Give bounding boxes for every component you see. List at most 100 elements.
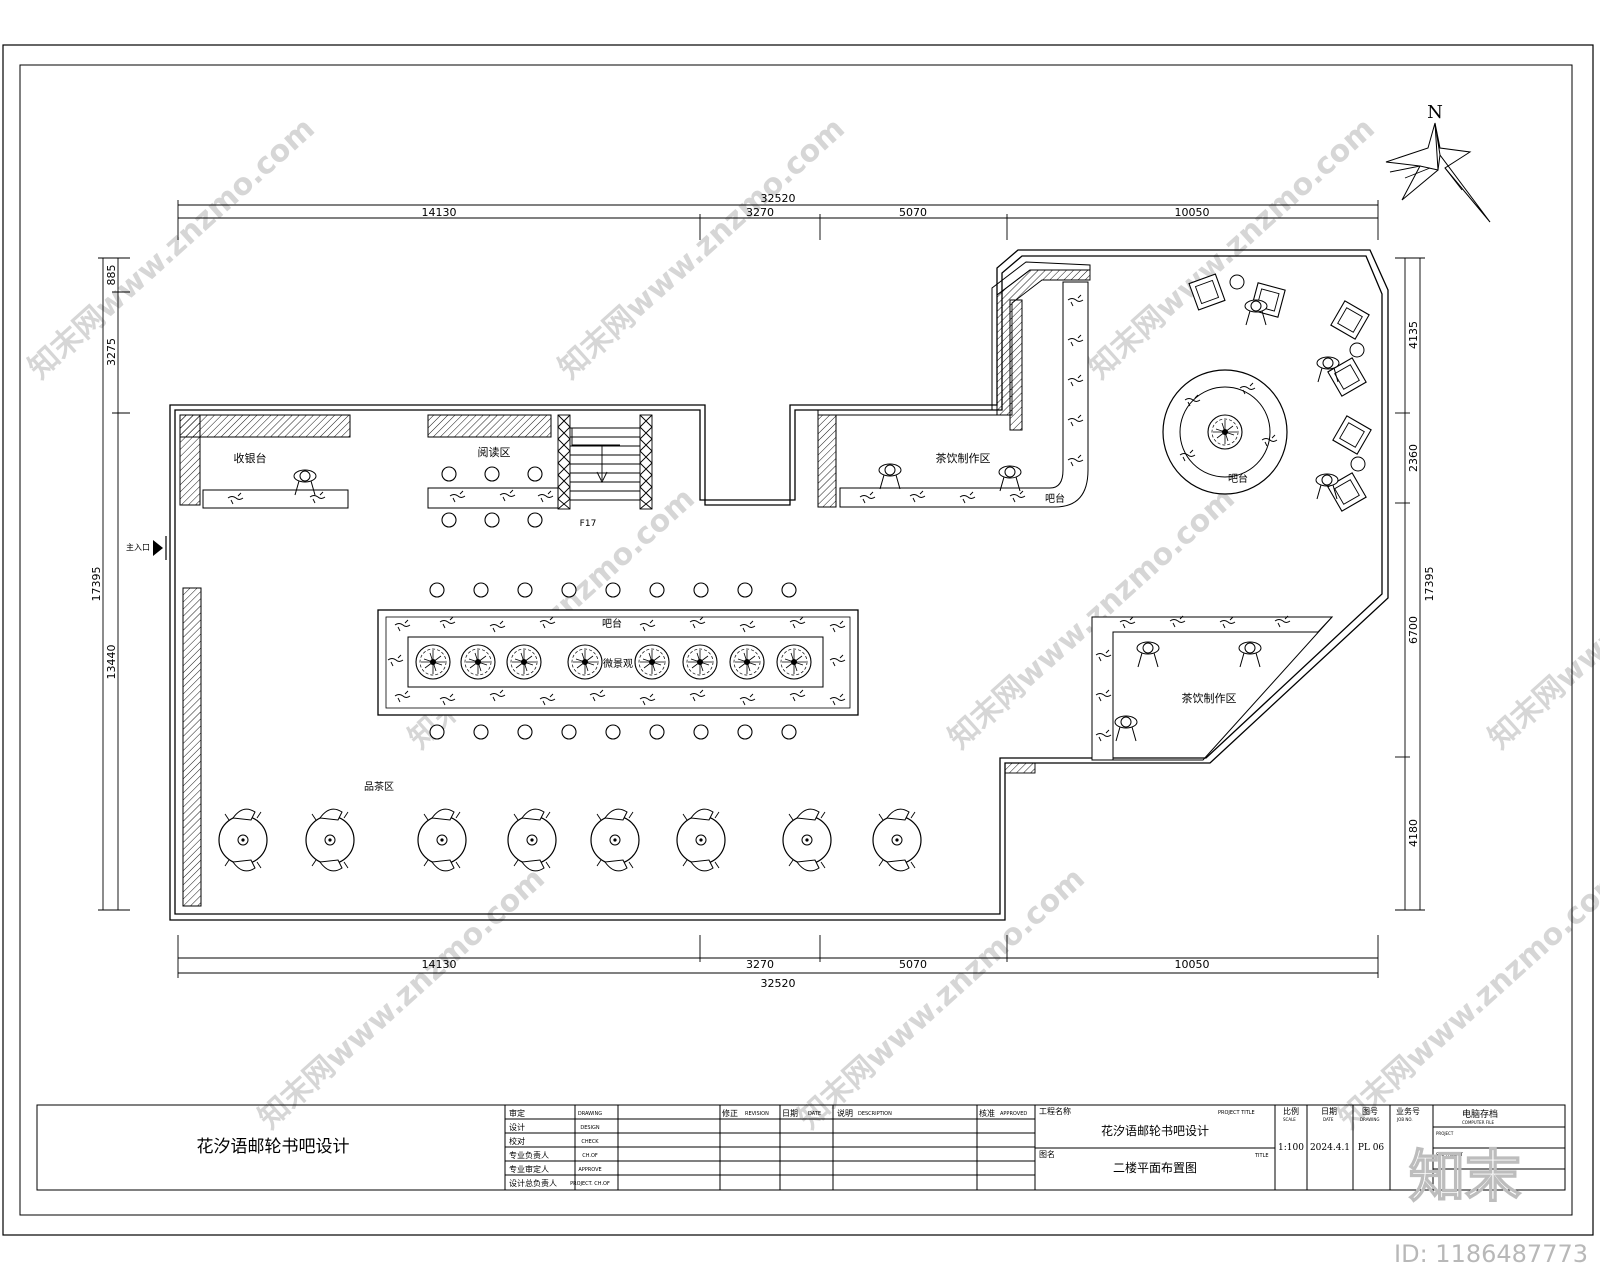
dim-right-seg: 2360 (1407, 444, 1420, 472)
sheet-outer-frame (2, 44, 1594, 1236)
scale-label: 比例 (1283, 1106, 1299, 1116)
title-block-texts: 花汐语邮轮书吧设计 审定 DRAWING 设计 DESIGN 校对 CHECK … (197, 1106, 1499, 1188)
dim-right-seg: 4135 (1407, 321, 1420, 349)
sheet-label: 图号 (1362, 1107, 1378, 1116)
sheet-value: PL 06 (1358, 1143, 1385, 1153)
building-walls (169, 249, 1389, 921)
role-label: 审定 (509, 1108, 525, 1118)
room-label-tea-prep-right: 茶饮制作区 (1182, 692, 1237, 705)
dim-bottom-seg: 14130 (422, 958, 457, 971)
project-name-en: PROJECT TITLE (1218, 1110, 1255, 1116)
role-en: CHECK (581, 1139, 599, 1145)
room-label-tea-tasting: 品茶区 (364, 780, 394, 793)
staircase: F17 (557, 414, 653, 529)
role-label: 专业负责人 (509, 1150, 549, 1160)
cashier-area: 收银台 (179, 414, 351, 509)
dim-right-seg: 6700 (1407, 616, 1420, 644)
watermark-text: 知末网www.znzmo.com (1332, 861, 1600, 1136)
room-label-tea-prep-top: 茶饮制作区 (936, 452, 991, 465)
dim-top-seg: 10050 (1175, 206, 1210, 219)
watermark-id: ID: 1186487773 (1394, 1240, 1588, 1268)
stair-label: F17 (580, 519, 597, 529)
north-label: N (1427, 102, 1443, 123)
left-cabinet (182, 587, 202, 907)
tea-prep-top-area: 茶饮制作区 吧台 (817, 261, 1091, 508)
tea-prep-right-area: 茶饮制作区 (1004, 615, 1334, 774)
date-label: 日期 (1321, 1107, 1337, 1116)
watermark-text: 知末网www.znzmo.com (792, 861, 1092, 1136)
dim-bottom-seg: 10050 (1175, 958, 1210, 971)
watermark-text: 知末网www.znzmo.com (22, 111, 322, 386)
entrance-label: 主入口 (126, 542, 150, 552)
dim-top-seg: 5070 (899, 206, 927, 219)
dim-bottom-seg: 3270 (746, 958, 774, 971)
central-bar: 吧台 微景观 (377, 609, 859, 716)
room-label-bar-top: 吧台 (1045, 492, 1065, 505)
dim-top-total: 32520 (761, 192, 796, 205)
dim-bottom-seg: 5070 (899, 958, 927, 971)
drawing-name-en: TITLE (1254, 1153, 1269, 1159)
room-label-bar-round: 吧台 (1228, 472, 1248, 485)
dim-right-seg: 4180 (1407, 819, 1420, 847)
sheet-inner-frame (19, 64, 1573, 1216)
revision-header: 说明 (837, 1108, 853, 1118)
date-value: 2024.4.1 (1310, 1143, 1350, 1153)
project-title-large: 花汐语邮轮书吧设计 (197, 1137, 350, 1157)
drawing-name: 二楼平面布置图 (1113, 1160, 1197, 1175)
main-entrance: 主入口 (126, 536, 167, 560)
role-label: 设计 (509, 1122, 525, 1132)
file-sub: SUB-PROJECT (1436, 1152, 1463, 1157)
room-label-micro-landscape: 微景观 (603, 657, 633, 670)
drawing-name-label: 图名 (1039, 1149, 1055, 1159)
job-en: JOB NO. (1396, 1117, 1413, 1122)
dim-left-total: 17395 (90, 567, 103, 602)
dim-left-seg: 13440 (105, 645, 118, 680)
revision-header: 修正 (722, 1108, 738, 1118)
file-en: COMPUTER FILE (1462, 1120, 1494, 1125)
dim-left-seg: 3275 (105, 338, 118, 366)
scale-en: SCALE (1283, 1117, 1296, 1122)
dimension-lines (98, 200, 1425, 978)
room-label-bar-center: 吧台 (602, 617, 622, 630)
role-en: DRAWING (578, 1111, 602, 1117)
dimension-texts: 32520 14130 3270 5070 10050 14130 3270 5… (90, 192, 1436, 990)
role-en: APPROVE (578, 1167, 601, 1173)
watermark-text: 知末网www.znzmo.com (1082, 111, 1382, 386)
north-arrow-icon: N (1385, 102, 1491, 223)
dim-top-seg: 14130 (422, 206, 457, 219)
round-bar-area: 吧台 (1162, 273, 1372, 512)
dim-right-total: 17395 (1423, 567, 1436, 602)
role-en: PROJECT. CH.OF (570, 1181, 610, 1187)
role-label: 专业审定人 (509, 1164, 549, 1174)
room-label-reading: 阅读区 (478, 445, 511, 459)
tea-tasting-area: 品茶区 (218, 780, 922, 872)
file-label: 电脑存档 (1462, 1108, 1498, 1120)
job-label: 业务号 (1396, 1106, 1420, 1116)
role-en: CH.OF (582, 1153, 598, 1159)
watermark-text: 知末网www.znzmo.com (1482, 481, 1600, 756)
role-label: 设计总负责人 (509, 1178, 557, 1188)
revision-header-en: APPROVED (1000, 1111, 1027, 1117)
revision-header-en: DESCRIPTION (858, 1111, 892, 1117)
file-sub: PROJECT (1436, 1131, 1454, 1136)
project-name-label: 工程名称 (1039, 1106, 1071, 1116)
scale-value: 1:100 (1278, 1143, 1304, 1153)
title-block (36, 1104, 1566, 1191)
room-label-cashier: 收银台 (234, 451, 267, 465)
revision-header: 日期 (782, 1109, 798, 1118)
role-en: DESIGN (580, 1125, 600, 1131)
dim-left-seg: 885 (105, 265, 118, 286)
revision-header: 核准 (979, 1108, 995, 1118)
dim-bottom-total: 32520 (761, 977, 796, 990)
role-label: 校对 (509, 1136, 525, 1146)
revision-header-en: REVISION (745, 1111, 769, 1117)
watermark-logo: 知末 (1409, 1145, 1521, 1210)
dim-top-seg: 3270 (746, 206, 774, 219)
revision-header-en: DATE (808, 1111, 821, 1117)
watermark-text: 知末网www.znzmo.com (252, 861, 552, 1136)
watermark-text: 知末网www.znzmo.com (552, 111, 852, 386)
reading-area: 阅读区 (427, 414, 559, 528)
date-en: DATE (1323, 1117, 1334, 1122)
project-name: 花汐语邮轮书吧设计 (1101, 1123, 1209, 1138)
